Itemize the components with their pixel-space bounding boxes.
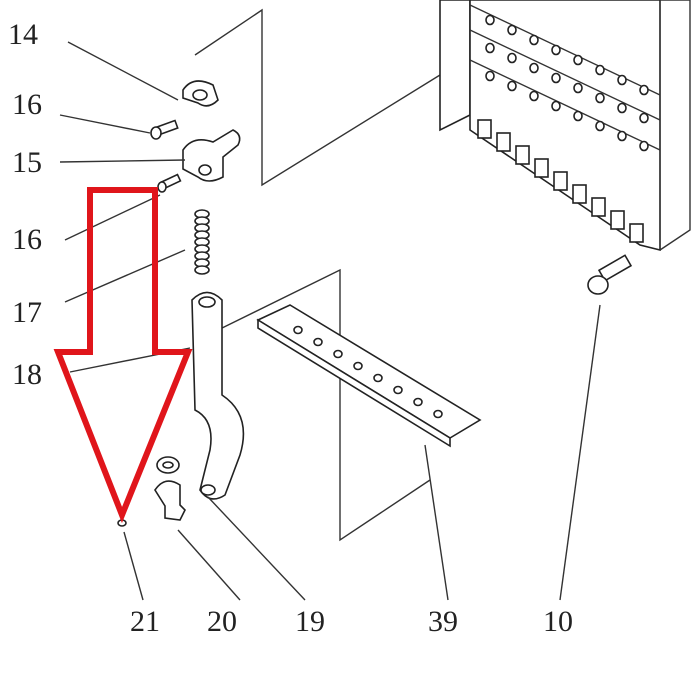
down-arrow-icon [53,187,193,524]
rack-hole [639,140,649,152]
rack-tooth [534,158,549,178]
lower-frame-outline [217,268,431,542]
clamp-14 [182,80,219,107]
rack-tooth [515,145,530,165]
bar-hole [393,385,403,395]
rack-hole [551,100,561,112]
rack-hole [485,70,495,82]
rack-hole [551,44,561,56]
rack-hole [573,110,583,122]
rack-hole [485,42,495,54]
rack-tooth [591,197,606,217]
screw-16-lower [157,173,182,193]
rack-hole [573,82,583,94]
washer-19-hole [162,461,174,469]
rack-tooth [496,132,511,152]
part-label-20: 20 [207,605,237,638]
rack-hole [529,62,539,74]
bar-hole [373,373,383,383]
rack-hole [507,80,517,92]
rack-hole [551,72,561,84]
part-label-16: 16 [12,88,42,121]
rack-assembly [439,0,691,252]
rack-hole [507,24,517,36]
rack-hole [639,112,649,124]
bar-hole [433,409,443,419]
assembly-frame-outline [194,8,441,187]
bar-hole [333,349,343,359]
rack-hole [617,74,627,86]
part-label-18: 18 [12,358,42,391]
rack-hole [573,54,583,66]
part-label-21: 21 [130,605,160,638]
bar-hole [293,325,303,335]
rack-tooth [610,210,625,230]
bar-hole [353,361,363,371]
rack-tooth [477,119,492,139]
lever-18 [191,291,245,500]
bolt-10 [587,254,633,295]
rack-hole [617,102,627,114]
part-label-14: 14 [8,18,38,51]
clamp-15 [182,129,241,182]
rack-tooth [629,223,644,243]
spring-coil [194,265,210,275]
part-label-39: 39 [428,605,458,638]
rack-hole [617,130,627,142]
part-label-19: 19 [295,605,325,638]
part-20 [154,480,186,521]
rack-hole [529,90,539,102]
rack-hole [595,92,605,104]
bar-hole [413,397,423,407]
rack-hole [529,34,539,46]
bar-39 [256,304,482,448]
bar-hole [313,337,323,347]
spring-17 [194,209,210,275]
part-label-15: 15 [12,146,42,179]
rack-tooth [572,184,587,204]
screw-16-top [150,119,179,140]
rack-hole [639,84,649,96]
rack-hole [485,14,495,26]
rack-hole [595,64,605,76]
part-label-16-lower: 16 [12,223,42,256]
part-label-10: 10 [543,605,573,638]
rack-tooth [553,171,568,191]
rack-hole [595,120,605,132]
part-label-17: 17 [12,296,42,329]
rack-hole [507,52,517,64]
leader-lines [59,41,601,601]
